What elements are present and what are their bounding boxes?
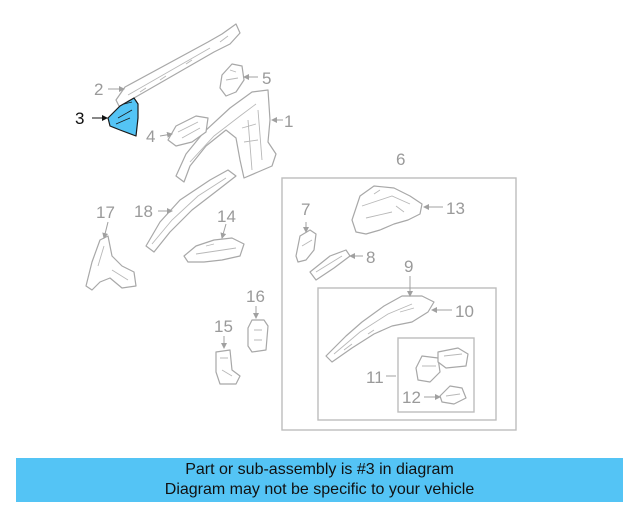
part-1-pillar[interactable]	[175, 89, 277, 183]
callout-3[interactable]: 3	[75, 109, 84, 128]
part-16-bracket[interactable]	[247, 319, 269, 353]
part-2-upper-rail[interactable]	[115, 23, 241, 109]
callout-14: 14	[217, 207, 236, 226]
callout-5: 5	[262, 69, 271, 88]
banner-line-1: Part or sub-assembly is #3 in diagram	[185, 461, 454, 478]
callout-1: 1	[284, 112, 293, 131]
part-13-wheelhouse[interactable]	[351, 185, 423, 235]
part-15-bracket[interactable]	[215, 349, 241, 385]
callout-2: 2	[94, 80, 103, 99]
assembly-box-11	[397, 337, 475, 413]
part-8-rail[interactable]	[309, 249, 351, 281]
callout-18: 18	[134, 202, 153, 221]
part-3-gusset-highlighted[interactable]	[107, 97, 139, 137]
callout-11: 11	[366, 368, 384, 387]
exploded-parts-diagram: 1 2 3 4 5 6 7 8 9 10 11 12 13 14 15 16 1…	[75, 23, 517, 431]
callout-17: 17	[96, 203, 115, 222]
assembly-box-9	[317, 287, 497, 421]
info-banner: Part or sub-assembly is #3 in diagram Di…	[16, 458, 623, 502]
part-5-bracket[interactable]	[219, 63, 245, 97]
assembly-box-6	[281, 177, 517, 431]
part-14-panel[interactable]	[183, 237, 245, 263]
part-18-rail[interactable]	[145, 169, 237, 253]
banner-line-2: Diagram may not be specific to your vehi…	[164, 481, 475, 498]
callout-12: 12	[402, 388, 421, 407]
part-12-bracket[interactable]	[439, 385, 467, 405]
part-17-bracket[interactable]	[85, 235, 137, 291]
leader-lines	[92, 74, 452, 400]
callout-6: 6	[396, 150, 405, 169]
callout-9: 9	[404, 257, 413, 276]
part-4-bracket[interactable]	[167, 115, 209, 147]
callout-8: 8	[366, 248, 375, 267]
callout-16: 16	[246, 287, 265, 306]
callout-15: 15	[214, 317, 233, 336]
callout-13: 13	[446, 199, 465, 218]
callout-7: 7	[301, 200, 310, 219]
callout-10: 10	[455, 302, 474, 321]
part-10-rail[interactable]	[325, 295, 435, 363]
part-7-bracket[interactable]	[295, 229, 317, 263]
callout-4: 4	[146, 127, 155, 146]
part-11-components[interactable]	[415, 347, 469, 383]
